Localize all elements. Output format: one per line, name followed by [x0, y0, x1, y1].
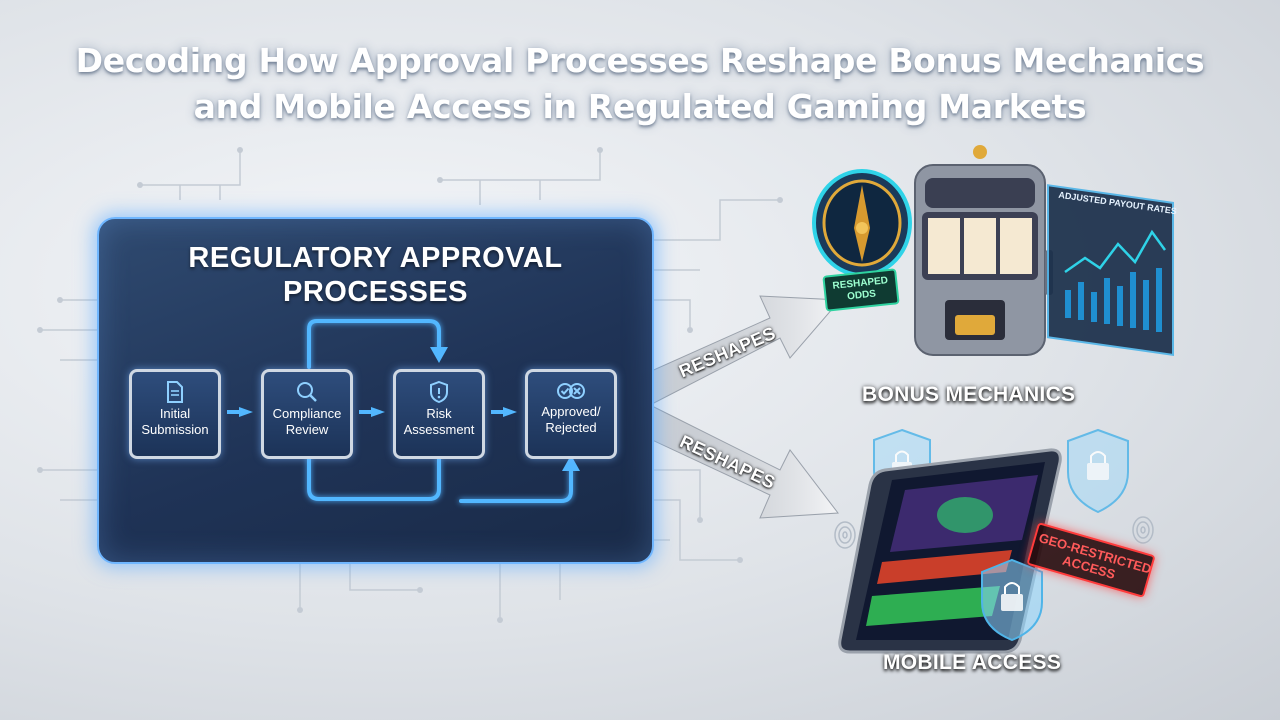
step-initial-submission: Initial Submission [129, 369, 221, 459]
title-line-1: Decoding How Approval Processes Reshape … [75, 41, 1205, 80]
check-x-icon [557, 383, 585, 399]
step-compliance-review: Compliance Review [261, 369, 353, 459]
fingerprint-icon [1132, 516, 1154, 544]
title-line-2: and Mobile Access in Regulated Gaming Ma… [193, 87, 1087, 126]
regulatory-panel: REGULATORY APPROVAL PROCESSES Initial [97, 217, 654, 564]
step-label-line-1: Risk [426, 406, 452, 421]
step-label-line-1: Compliance [272, 406, 342, 421]
step-label-line-2: Review [285, 422, 329, 437]
panel-heading-line-1: REGULATORY APPROVAL [188, 242, 563, 274]
step-label-line-1: Initial [159, 406, 191, 421]
page-title: Decoding How Approval Processes Reshape … [0, 38, 1280, 130]
fingerprint-icon [834, 521, 856, 549]
document-icon [167, 381, 183, 403]
shield-lock-icon [1067, 428, 1129, 514]
slot-machine [914, 145, 1053, 356]
adjusted-payout-chart [1047, 184, 1174, 356]
prize-wheel [812, 169, 912, 277]
step-label-line-2: Assessment [403, 422, 475, 437]
process-flow-connectors [227, 319, 580, 503]
step-label-line-2: Submission [141, 422, 209, 437]
step-risk-assessment: Risk Assessment [393, 369, 485, 459]
step-label-line-2: Rejected [545, 420, 597, 435]
panel-heading-line-2: PROCESSES [283, 276, 468, 308]
shield-lock-icon [981, 558, 1043, 642]
bonus-mechanics-caption: BONUS MECHANICS [862, 383, 1076, 406]
upper-reshapes-arrow [618, 295, 842, 406]
panel-heading: REGULATORY APPROVAL PROCESSES [99, 241, 652, 309]
mobile-access-caption: MOBILE ACCESS [883, 651, 1062, 674]
step-approved-rejected: Approved/ Rejected [525, 369, 617, 459]
magnifier-icon [297, 382, 317, 402]
step-label-line-1: Approved/ [541, 404, 601, 419]
shield-alert-icon [430, 380, 448, 404]
